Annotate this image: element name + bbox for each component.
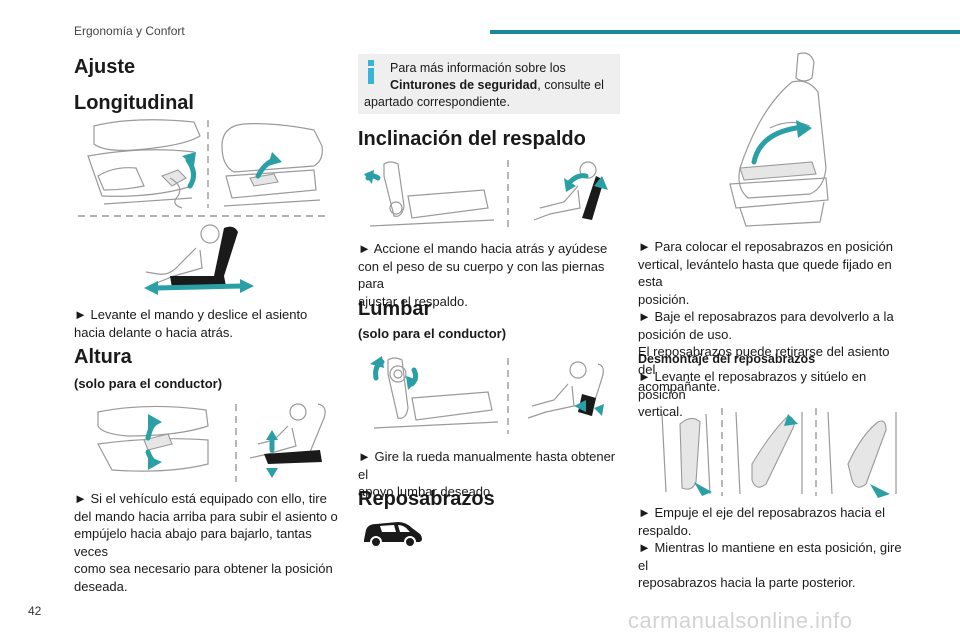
heading-longitudinal: Longitudinal: [74, 92, 194, 114]
heading-lumbar: Lumbar: [358, 298, 432, 320]
text-reposabrazos-b: ► Levante el reposabrazos y sitúelo en p…: [638, 368, 908, 421]
subheading-lumbar: (solo para el conductor): [358, 326, 507, 341]
heading-altura: Altura: [74, 346, 132, 368]
page-number: 42: [28, 604, 42, 618]
text-altura: ► Si el vehículo está equipado con ello,…: [74, 490, 344, 595]
title-ajuste: Ajuste: [74, 56, 136, 78]
info-bold-seatbelts: Cinturones de seguridad: [390, 78, 538, 92]
text-line: ► Para colocar el reposabrazos en posici…: [638, 239, 893, 254]
text-line: reposabrazos hacia la parte posterior.: [638, 575, 856, 590]
subheading-altura: (solo para el conductor): [74, 376, 223, 391]
seat-longitudinal-illustration: [78, 119, 328, 295]
text-line: ► Empuje el eje del reposabrazos hacia e…: [638, 505, 886, 520]
text-line: ► Accione el mando hacia atrás y ayúdese: [358, 241, 608, 256]
info-line-3: apartado correspondiente.: [364, 95, 510, 109]
armrest-removal-illustration: [661, 408, 897, 498]
heading-reposabrazos: Reposabrazos: [358, 488, 495, 510]
text-line: ajustar el respaldo.: [358, 293, 468, 309]
text-line: ► Si el vehículo está equipado con ello,…: [74, 491, 327, 506]
text-line: posición de uso.: [638, 326, 732, 342]
info-text: Para más información sobre los Cinturone…: [364, 60, 614, 111]
text-line: respaldo.: [638, 522, 692, 538]
text-longitudinal: ► Levante el mando y deslice el asiento …: [74, 307, 308, 340]
text-reposabrazos-a: ► Para colocar el reposabrazos en posici…: [638, 238, 908, 396]
info-icon: [368, 60, 374, 84]
info-box: Para más información sobre los Cinturone…: [358, 54, 620, 114]
header-accent-bar: [490, 30, 960, 34]
text-line: vertical.: [638, 404, 683, 419]
text-line: posición.: [638, 291, 690, 307]
info-line-1: Para más información sobre los: [390, 61, 566, 75]
lumbar-wheel-illustration: [370, 356, 604, 434]
text-line: apoyo lumbar deseado.: [358, 484, 494, 499]
heading-respaldo: Inclinación del respaldo: [358, 128, 586, 150]
info-line-2-rest: , consulte el: [537, 78, 604, 92]
armrest-raise-illustration: [729, 52, 829, 227]
text-line: acompañante.: [638, 379, 721, 394]
van-icon: [364, 522, 422, 548]
text-line: vertical, levántelo hasta que quede fija…: [638, 256, 892, 290]
watermark: carmanualsonline.info: [628, 608, 853, 633]
text-respaldo: ► Accione el mando hacia atrás y ayúdese…: [358, 240, 622, 310]
text-line: ► Levante el reposabrazos y sitúelo en p…: [638, 369, 867, 402]
seat-height-illustration: [97, 403, 326, 482]
text-line: con el peso de su cuerpo y con las piern…: [358, 258, 605, 292]
heading-desmontaje: Desmontaje del reposabrazos: [638, 352, 816, 366]
text-line: ► Gire la rueda manualmente hasta obtene…: [358, 449, 616, 482]
text-line: El reposabrazos puede retirarse del asie…: [638, 344, 890, 377]
text-line: como sea necesario para obtener la posic…: [74, 561, 333, 576]
backrest-recline-illustration: [364, 160, 608, 232]
text-lumbar: ► Gire la rueda manualmente hasta obtene…: [358, 448, 622, 501]
section-label: Ergonomía y Confort: [74, 24, 185, 38]
text-reposabrazos-c: ► Empuje el eje del reposabrazos hacia e…: [638, 504, 908, 592]
text-line: ► Baje el reposabrazos para devolverlo a…: [638, 309, 894, 324]
text-line: deseada.: [74, 578, 128, 594]
text-line: del mando hacia arriba para subir el asi…: [74, 508, 338, 524]
text-line: empújelo hacia abajo para bajarlo, tanta…: [74, 526, 312, 559]
text-line: ► Mientras lo mantiene en esta posición,…: [638, 540, 902, 573]
